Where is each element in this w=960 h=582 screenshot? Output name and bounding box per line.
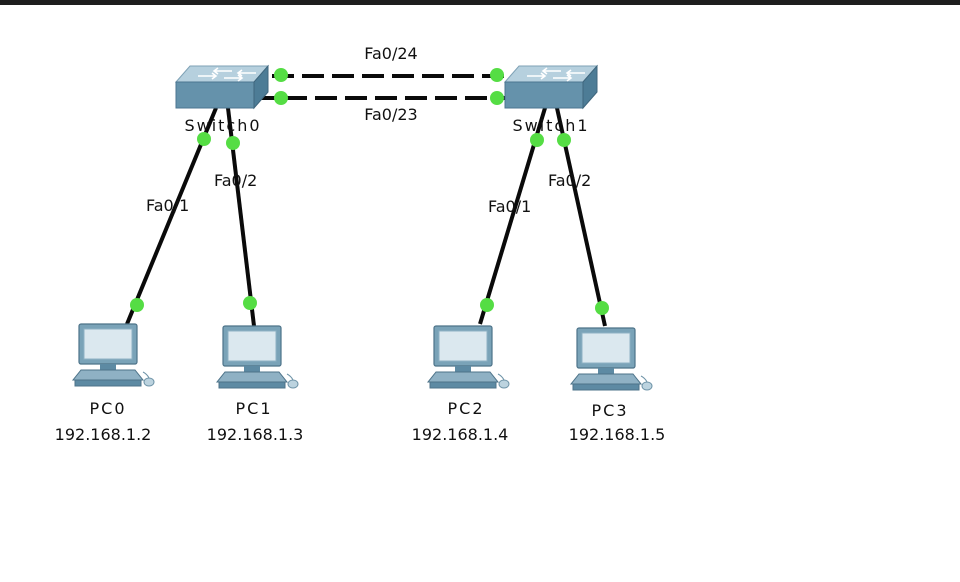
port-light: [490, 91, 504, 105]
pc0-ip: 192.168.1.2: [54, 425, 152, 444]
port-light: [226, 136, 240, 150]
port-light: [595, 301, 609, 315]
port-light: [197, 132, 211, 146]
port-label-fa0-23: Fa0/23: [364, 105, 418, 124]
pc2-device[interactable]: [427, 325, 510, 389]
pc3-device[interactable]: [570, 327, 653, 391]
port-light: [243, 296, 257, 310]
port-label-sw0-fa0-2: Fa0/2: [214, 171, 258, 190]
port-lights: [130, 68, 609, 315]
pc3-name: PC3: [591, 401, 629, 420]
pc1-device[interactable]: [216, 325, 299, 389]
port-label-fa0-24: Fa0/24: [364, 44, 418, 63]
port-light: [274, 91, 288, 105]
port-light: [274, 68, 288, 82]
switch0-device[interactable]: [175, 65, 269, 109]
pc1-ip: 192.168.1.3: [206, 425, 304, 444]
port-light: [480, 298, 494, 312]
switch1-name: Switch1: [512, 116, 590, 135]
window-top-bar: [0, 0, 960, 5]
pc1-name: PC1: [235, 399, 273, 418]
pc0-device[interactable]: [72, 323, 155, 387]
port-light: [530, 133, 544, 147]
pc3-ip: 192.168.1.5: [568, 425, 666, 444]
port-light: [130, 298, 144, 312]
pc0-name: PC0: [89, 399, 127, 418]
port-light: [490, 68, 504, 82]
pc2-name: PC2: [447, 399, 485, 418]
pc2-ip: 192.168.1.4: [411, 425, 509, 444]
port-light: [557, 133, 571, 147]
switch1-device[interactable]: [504, 65, 598, 109]
switch0-name: Switch0: [184, 116, 262, 135]
port-label-sw0-fa0-1: Fa0/1: [146, 196, 190, 215]
port-label-sw1-fa0-1: Fa0/1: [488, 197, 532, 216]
port-label-sw1-fa0-2: Fa0/2: [548, 171, 592, 190]
